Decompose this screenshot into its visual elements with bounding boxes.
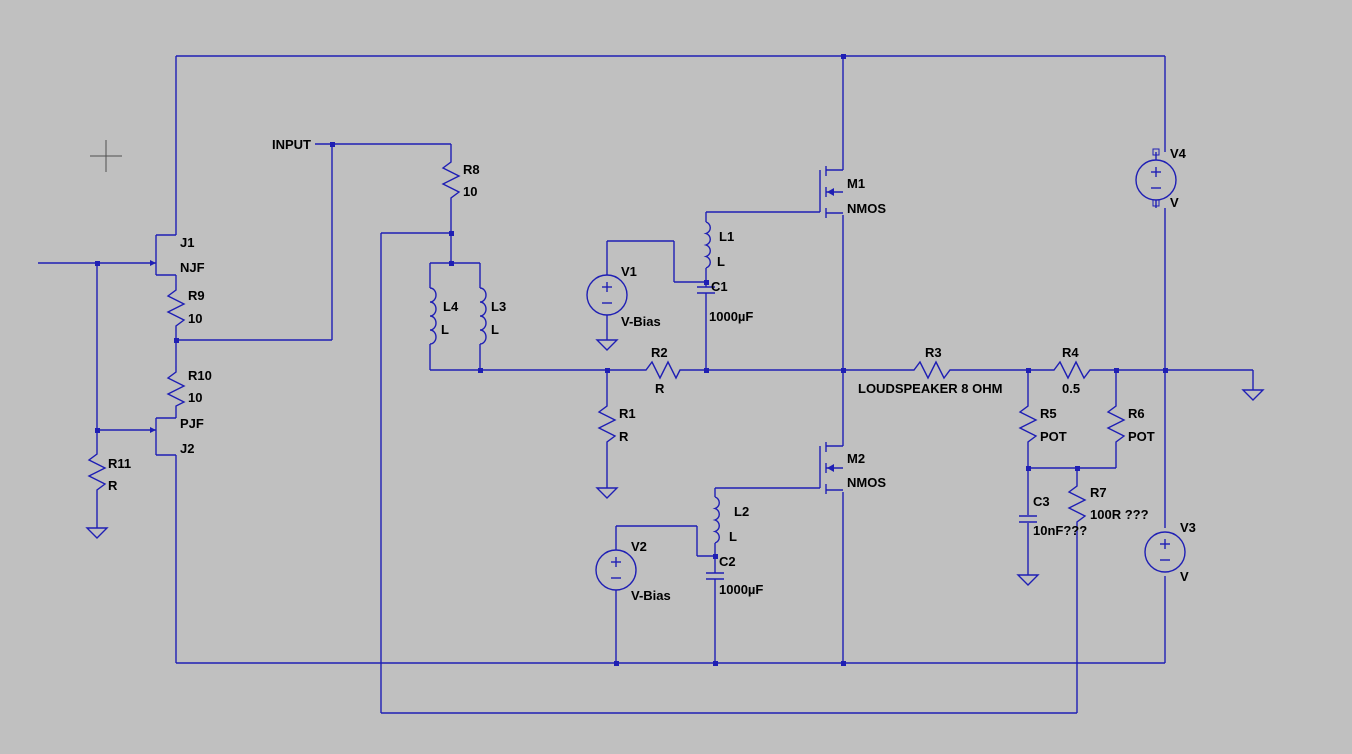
ground-icon xyxy=(85,527,109,539)
c3-name: C3 xyxy=(1033,494,1050,509)
r2-name: R2 xyxy=(651,345,668,360)
resistor-r1-icon xyxy=(597,400,617,446)
voltage-source-v2-icon xyxy=(595,549,637,591)
v1-name: V1 xyxy=(621,264,637,279)
v1-value: V-Bias xyxy=(621,314,661,329)
junction-dots xyxy=(95,54,1168,666)
inductor-l2-icon xyxy=(712,496,720,544)
ground-icon xyxy=(1241,389,1265,401)
ground-icon xyxy=(595,487,619,499)
l4-name: L4 xyxy=(443,299,459,314)
r8-name: R8 xyxy=(463,162,480,177)
r2-value: R xyxy=(655,381,665,396)
nmos-m1-icon xyxy=(819,166,843,218)
j1-type: NJF xyxy=(180,260,205,275)
resistor-r5-icon xyxy=(1018,400,1038,446)
r10-name: R10 xyxy=(188,368,212,383)
jfet-j2-icon xyxy=(150,417,176,456)
v4-name: V4 xyxy=(1170,146,1187,161)
l2-value: L xyxy=(729,529,737,544)
l3-value: L xyxy=(491,322,499,337)
m2-name: M2 xyxy=(847,451,865,466)
m2-type: NMOS xyxy=(847,475,886,490)
r6-value: POT xyxy=(1128,429,1155,444)
ground-icon xyxy=(595,339,619,351)
r6-name: R6 xyxy=(1128,406,1145,421)
inductor-l4-icon xyxy=(429,287,437,345)
resistor-r4-icon xyxy=(1048,360,1094,380)
nmos-m2-icon xyxy=(819,442,843,494)
voltage-source-v3-icon xyxy=(1144,531,1186,573)
j2-type: PJF xyxy=(180,416,204,431)
r4-value: 0.5 xyxy=(1062,381,1080,396)
r10-value: 10 xyxy=(188,390,202,405)
resistor-r9-icon xyxy=(166,284,186,331)
voltage-source-v4-icon xyxy=(1135,148,1177,208)
r4-name: R4 xyxy=(1062,345,1079,360)
l2-name: L2 xyxy=(734,504,749,519)
wires xyxy=(38,55,1254,714)
r9-name: R9 xyxy=(188,288,205,303)
jfet-j1-icon xyxy=(150,234,176,276)
l1-value: L xyxy=(717,254,725,269)
v2-value: V-Bias xyxy=(631,588,671,603)
c1-value: 1000µF xyxy=(709,309,753,324)
inductor-l3-icon xyxy=(479,287,487,345)
r5-value: POT xyxy=(1040,429,1067,444)
v3-value: V xyxy=(1180,569,1189,584)
resistor-r8-icon xyxy=(441,156,461,202)
resistor-r3-icon xyxy=(908,360,958,380)
input-net-label: INPUT xyxy=(272,137,311,152)
l1-name: L1 xyxy=(719,229,734,244)
j2-name: J2 xyxy=(180,441,194,456)
l3-name: L3 xyxy=(491,299,506,314)
c1-name: C1 xyxy=(711,279,728,294)
v2-name: V2 xyxy=(631,539,647,554)
voltage-source-v1-icon xyxy=(586,274,628,316)
r7-name: R7 xyxy=(1090,485,1107,500)
r3-name: R3 xyxy=(925,345,942,360)
resistor-r6-icon xyxy=(1106,400,1126,446)
resistor-r10-icon xyxy=(166,366,186,410)
resistor-r11-icon xyxy=(87,448,107,500)
capacitor-c2-icon xyxy=(706,570,724,582)
r11-value: R xyxy=(108,478,118,493)
c2-name: C2 xyxy=(719,554,736,569)
r7-value: 100R ??? xyxy=(1090,507,1149,522)
r9-value: 10 xyxy=(188,311,202,326)
ground-icon xyxy=(1016,574,1040,586)
resistor-r7-icon xyxy=(1067,480,1087,530)
capacitor-c3-icon xyxy=(1019,515,1037,523)
r1-name: R1 xyxy=(619,406,636,421)
l4-value: L xyxy=(441,322,449,337)
v4-value: V xyxy=(1170,195,1179,210)
r8-value: 10 xyxy=(463,184,477,199)
resistor-r2-icon xyxy=(640,360,684,380)
r11-name: R11 xyxy=(108,456,131,471)
c2-value: 1000µF xyxy=(719,582,763,597)
v3-name: V3 xyxy=(1180,520,1196,535)
c3-value: 10nF??? xyxy=(1033,523,1087,538)
m1-name: M1 xyxy=(847,176,865,191)
r1-value: R xyxy=(619,429,629,444)
j1-name: J1 xyxy=(180,235,194,250)
r5-name: R5 xyxy=(1040,406,1057,421)
crosshair-cursor-icon xyxy=(90,140,122,172)
inductor-l1-icon xyxy=(703,221,711,269)
r3-value: LOUDSPEAKER 8 OHM xyxy=(858,381,1002,396)
m1-type: NMOS xyxy=(847,201,886,216)
